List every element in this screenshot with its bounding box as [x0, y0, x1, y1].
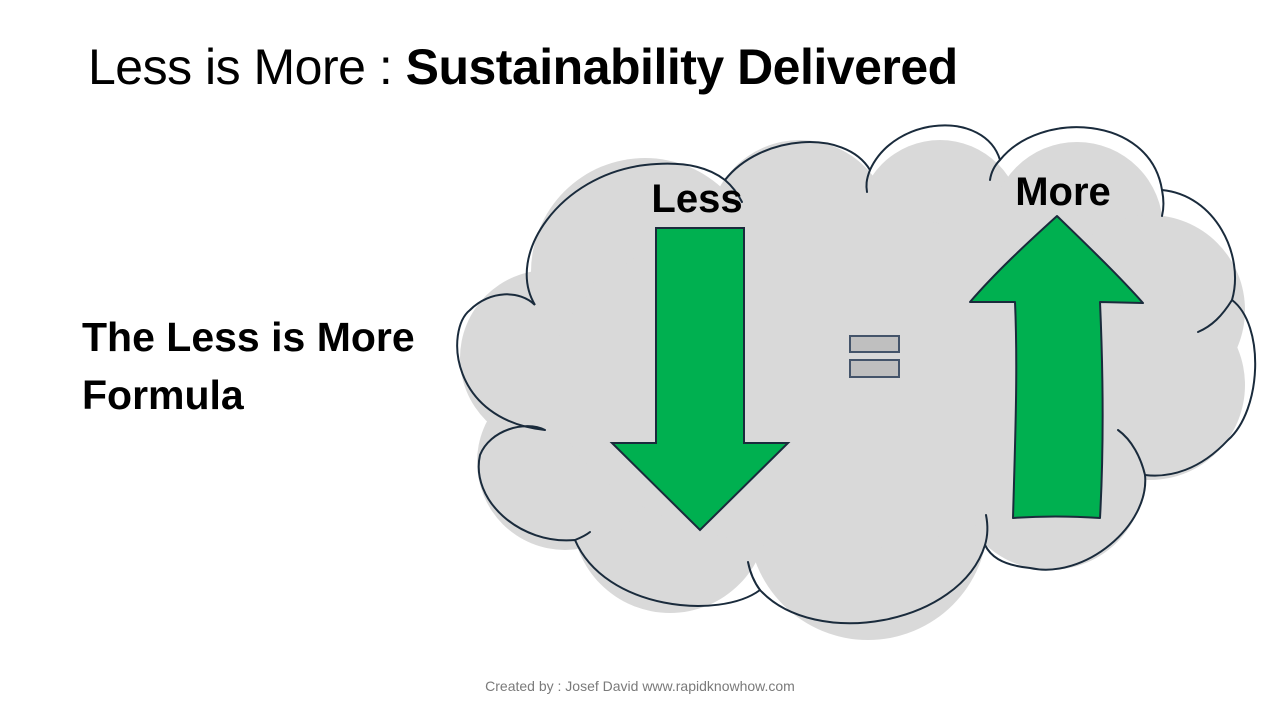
cloud-shape: [456, 124, 1257, 640]
footer-credit: Created by : Josef David www.rapidknowho…: [485, 678, 795, 694]
down-arrow-icon: [609, 227, 791, 532]
equals-icon: [849, 335, 900, 378]
more-label: More: [1015, 170, 1111, 214]
less-label: Less: [651, 177, 742, 221]
formula-label-line2: Formula: [82, 372, 244, 418]
slide-title: Less is More : Sustainability Delivered: [88, 36, 958, 98]
formula-label: The Less is More Formula: [82, 308, 462, 424]
title-regular-part: Less is More :: [88, 39, 406, 95]
formula-label-line1: The Less is More: [82, 314, 415, 360]
up-arrow-icon: [969, 215, 1144, 519]
title-bold-part: Sustainability Delivered: [405, 39, 959, 95]
